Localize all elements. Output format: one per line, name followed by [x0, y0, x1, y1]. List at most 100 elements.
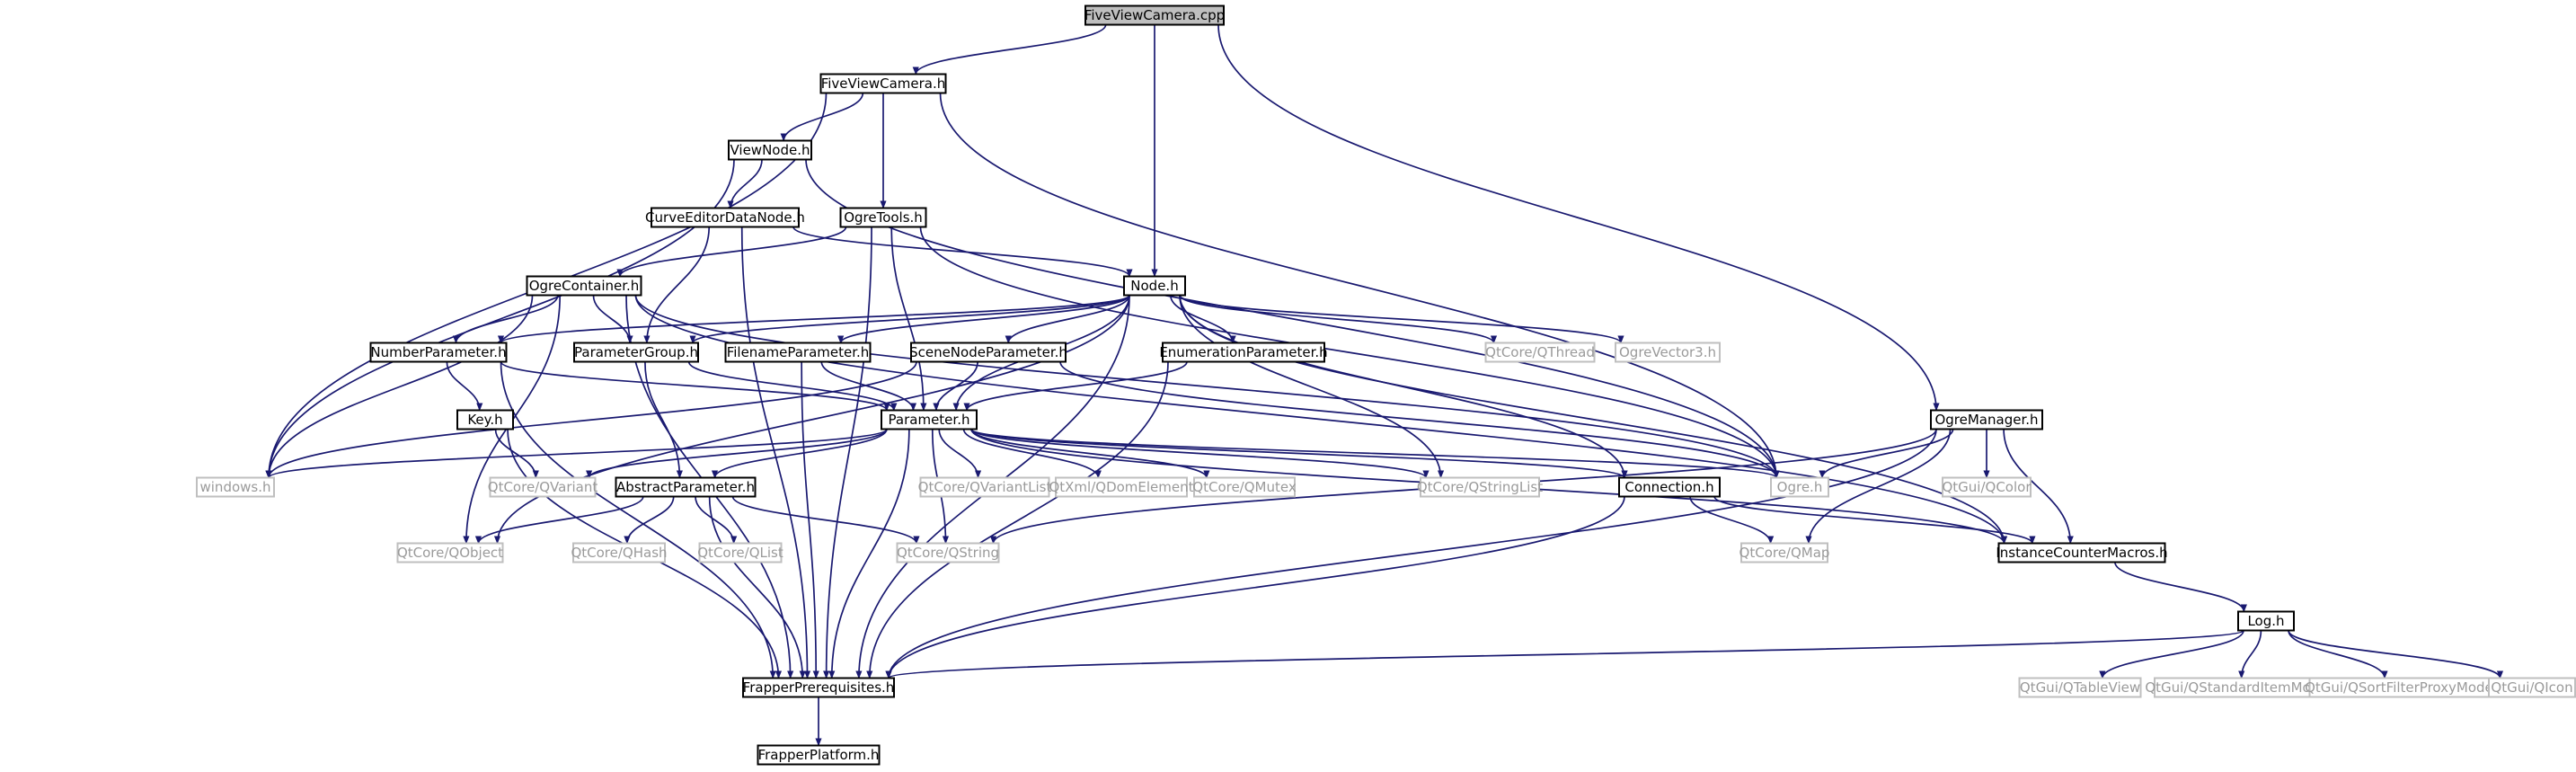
node-label: FiveViewCamera.cpp — [1084, 7, 1225, 23]
edge-enumparam-to-frapperprereq — [866, 361, 1169, 679]
node-qdomelement: QtXml/QDomElement — [1049, 476, 1194, 498]
node-node[interactable]: Node.h — [1123, 275, 1186, 297]
node-abstractparam[interactable]: AbstractParameter.h — [615, 476, 757, 498]
edge-line — [1059, 361, 1780, 479]
edge-ogrecontainer-to-ogre — [634, 295, 1780, 479]
node-qvariantlist: QtCore/QVariantList — [918, 476, 1051, 498]
node-frapperplatform[interactable]: FrapperPlatform.h — [757, 744, 881, 766]
node-ogrecontainer[interactable]: OgreContainer.h — [526, 275, 642, 297]
edge-line — [265, 428, 888, 479]
node-ogretools[interactable]: OgreTools.h — [839, 207, 927, 228]
node-scenenodeparam[interactable]: SceneNodeParameter.h — [909, 342, 1067, 363]
node-qmap: QtCore/QMap — [1739, 542, 1829, 563]
node-enumparam[interactable]: EnumerationParameter.h — [1159, 342, 1328, 363]
node-box — [2018, 677, 2142, 698]
edge-layer — [265, 24, 2503, 747]
edge-node-to-qstringlist — [1179, 295, 1445, 479]
node-label: OgreTools.h — [844, 209, 923, 226]
node-fvc-h[interactable]: FiveViewCamera.h — [819, 73, 947, 94]
node-label: QtCore/QObject — [397, 545, 503, 561]
edge-fvc_h-to-ogre — [939, 93, 1780, 479]
node-label: ParameterGroup.h — [574, 344, 698, 360]
edge-line — [1169, 295, 1236, 344]
edge-ogrecontainer-to-numberparam — [452, 295, 559, 344]
node-filenameparam[interactable]: FilenameParameter.h — [724, 342, 872, 363]
edge-viewnode-to-curveeditor — [727, 159, 763, 209]
node-box — [1942, 476, 2032, 498]
node-frapperprereq[interactable]: FrapperPrerequisites.h — [742, 677, 895, 698]
node-box — [1162, 342, 1325, 363]
edge-line — [837, 295, 1130, 344]
edge-line — [265, 295, 534, 479]
edge-line — [2288, 630, 2503, 679]
node-box — [1615, 342, 1721, 363]
node-box — [728, 139, 812, 161]
node-layer: FiveViewCamera.cppFiveViewCamera.hViewNo… — [196, 4, 2576, 766]
node-qtableview: QtGui/QTableView — [2018, 677, 2142, 698]
edge-line — [1217, 24, 1940, 412]
node-box — [910, 342, 1067, 363]
edge-scenenodeparam-to-parameter — [933, 361, 978, 412]
node-label: QtCore/QThread — [1485, 344, 1595, 360]
edge-parameter-to-frapperprereq — [828, 429, 910, 679]
edge-line — [708, 496, 806, 679]
node-paramgroup[interactable]: ParameterGroup.h — [573, 342, 699, 363]
edge-abstractparam-to-qlist — [695, 496, 738, 545]
node-box — [196, 476, 275, 498]
node-instancecounter[interactable]: InstanceCounterMacros.h — [1996, 542, 2168, 563]
edge-connection-to-instancecounter — [1713, 496, 2036, 545]
node-label: OgreManager.h — [1934, 412, 2038, 428]
edge-line — [474, 496, 644, 545]
node-label: FrapperPrerequisites.h — [743, 679, 895, 696]
node-ogremanager[interactable]: OgreManager.h — [1930, 409, 2043, 430]
node-label: QtXml/QDomElement — [1049, 479, 1193, 495]
node-box — [742, 677, 895, 698]
edge-line — [823, 226, 872, 679]
node-box — [724, 342, 872, 363]
edge-parameter-to-qstringlist — [970, 428, 1430, 479]
edge-line — [498, 294, 1130, 344]
edge-abstractparam-to-frapperprereq — [708, 496, 806, 679]
edge-abstractparam-to-qhash — [624, 496, 675, 545]
node-fvc-cpp[interactable]: FiveViewCamera.cpp — [1084, 4, 1225, 26]
edge-line — [695, 496, 738, 545]
node-label: OgreContainer.h — [529, 278, 640, 294]
edge-line — [2288, 630, 2388, 679]
node-label: Key.h — [467, 412, 502, 428]
edge-line — [687, 361, 898, 412]
edge-instancecounter-to-log — [2114, 562, 2247, 613]
edge-line — [801, 361, 819, 679]
edge-line — [970, 428, 1628, 479]
node-parameter[interactable]: Parameter.h — [881, 409, 978, 430]
node-log[interactable]: Log.h — [2237, 610, 2295, 632]
edge-scenenodeparam-to-windows — [265, 361, 917, 479]
edge-node-to-scenenodeparam — [1005, 295, 1130, 344]
edge-line — [634, 295, 1780, 479]
node-windows: windows.h — [196, 476, 275, 498]
node-label: QtCore/QHash — [571, 545, 667, 561]
node-label: ViewNode.h — [730, 142, 810, 158]
edge-line — [933, 361, 978, 412]
edge-line — [689, 294, 1130, 344]
node-label: Parameter.h — [889, 412, 970, 428]
node-box — [2488, 677, 2576, 698]
edge-line — [446, 361, 483, 412]
edge-node-to-enumparam — [1169, 295, 1236, 344]
edge-log-to-qtableview — [2099, 630, 2244, 679]
edge-line — [1179, 295, 1445, 479]
node-label: Node.h — [1130, 278, 1178, 294]
node-ogre: Ogre.h — [1770, 476, 1829, 498]
edge-line — [731, 496, 920, 545]
node-key[interactable]: Key.h — [456, 409, 514, 430]
node-viewnode[interactable]: ViewNode.h — [728, 139, 812, 161]
edge-node-to-qthread — [1179, 295, 1498, 344]
node-box — [757, 744, 881, 766]
edge-line — [885, 496, 1625, 679]
edge-node-to-filenameparam — [837, 295, 1130, 344]
node-connection[interactable]: Connection.h — [1618, 476, 1721, 498]
edge-line — [616, 226, 847, 278]
node-box — [819, 73, 947, 94]
node-curveeditor[interactable]: CurveEditorDataNode.h — [645, 207, 805, 228]
node-numberparam[interactable]: NumberParameter.h — [369, 342, 508, 363]
edge-connection-to-qmap — [1689, 496, 1775, 545]
